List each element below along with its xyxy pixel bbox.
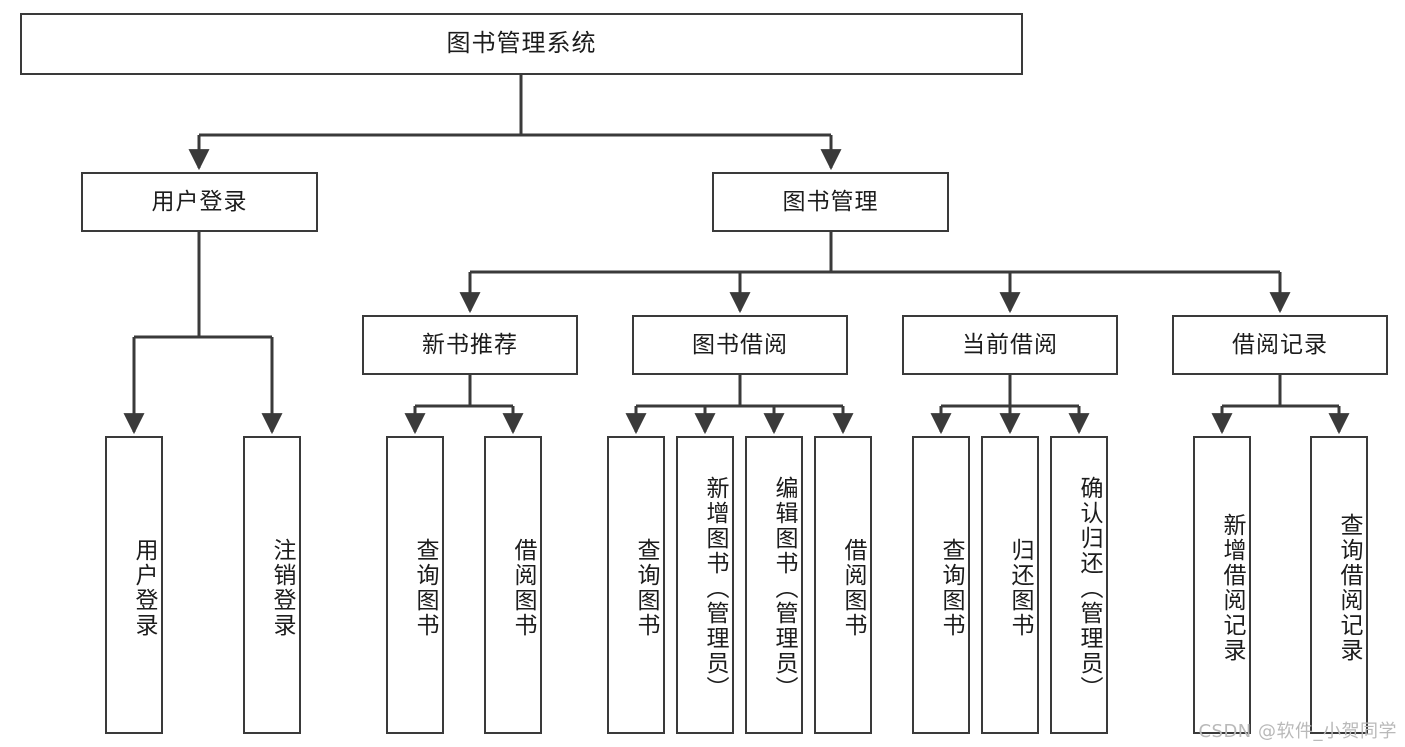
node-label: 当前借阅 <box>962 331 1058 358</box>
leaf-user-login-logout[interactable]: 注销登录 <box>243 436 301 734</box>
leaf-current-borrow-query[interactable]: 查询图书 <box>912 436 970 734</box>
node-label: 用户登录 <box>151 188 248 215</box>
node-label: 借阅图书 <box>840 538 866 638</box>
leaf-book-borrow-borrow[interactable]: 借阅图书 <box>814 436 872 734</box>
node-label: 注销登录 <box>269 538 295 638</box>
node-book-management[interactable]: 图书管理 <box>712 172 949 232</box>
leaf-new-book-borrow[interactable]: 借阅图书 <box>484 436 542 734</box>
node-label: 编辑图书（管理员） <box>771 475 797 701</box>
node-label: 新增借阅记录 <box>1219 513 1245 663</box>
leaf-book-borrow-query[interactable]: 查询图书 <box>607 436 665 734</box>
leaf-borrow-record-query[interactable]: 查询借阅记录 <box>1310 436 1368 734</box>
node-root-system[interactable]: 图书管理系统 <box>20 13 1023 75</box>
node-borrow-record[interactable]: 借阅记录 <box>1172 315 1388 375</box>
node-new-book-recommend[interactable]: 新书推荐 <box>362 315 578 375</box>
node-label: 借阅图书 <box>510 538 536 638</box>
csdn-watermark: CSDN @软件_小贺同学 <box>1198 721 1397 742</box>
leaf-user-login-login[interactable]: 用户登录 <box>105 436 163 734</box>
leaf-book-borrow-edit[interactable]: 编辑图书（管理员） <box>745 436 803 734</box>
node-label: 查询图书 <box>938 538 964 638</box>
node-user-login[interactable]: 用户登录 <box>81 172 318 232</box>
node-label: 图书管理 <box>782 188 879 215</box>
node-label: 图书借阅 <box>692 331 788 358</box>
node-label: 确认归还（管理员） <box>1076 475 1102 701</box>
node-label: 新书推荐 <box>422 331 518 358</box>
node-label: 新增图书（管理员） <box>702 475 728 701</box>
node-label: 查询图书 <box>633 538 659 638</box>
leaf-book-borrow-add[interactable]: 新增图书（管理员） <box>676 436 734 734</box>
node-label: 用户登录 <box>131 538 157 638</box>
node-label: 借阅记录 <box>1232 331 1328 358</box>
node-label: 图书管理系统 <box>446 29 597 58</box>
node-label: 查询借阅记录 <box>1336 513 1362 663</box>
leaf-current-borrow-return[interactable]: 归还图书 <box>981 436 1039 734</box>
leaf-borrow-record-add[interactable]: 新增借阅记录 <box>1193 436 1251 734</box>
leaf-new-book-query[interactable]: 查询图书 <box>386 436 444 734</box>
node-label: 归还图书 <box>1007 538 1033 638</box>
node-book-borrow[interactable]: 图书借阅 <box>632 315 848 375</box>
leaf-current-borrow-confirm-return[interactable]: 确认归还（管理员） <box>1050 436 1108 734</box>
node-label: 查询图书 <box>412 538 438 638</box>
node-current-borrow[interactable]: 当前借阅 <box>902 315 1118 375</box>
